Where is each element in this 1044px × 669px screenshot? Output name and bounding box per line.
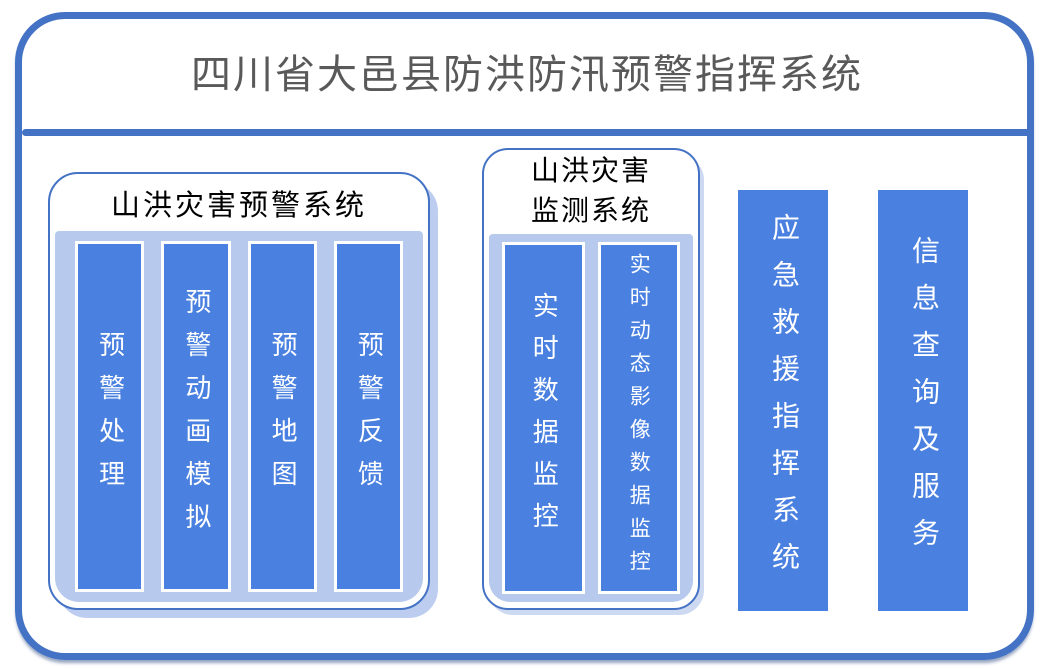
- bar-label: 实时数据监控: [529, 292, 559, 544]
- bar-realtime-data-monitoring: 实时数据监控: [502, 242, 585, 594]
- group-body-monitoring: 实时数据监控 实时动态影像数据监控: [489, 234, 693, 602]
- bar-warning-feedback: 预警反馈: [333, 241, 403, 592]
- title-divider: [22, 129, 1031, 136]
- page-title: 四川省大邑县防洪防汛预警指挥系统: [191, 53, 863, 97]
- group-flood-monitoring-system: 山洪灾害监测系统 实时数据监控 实时动态影像数据监控: [482, 148, 700, 610]
- bar-warning-map: 预警地图: [247, 241, 317, 592]
- bar-label: 预警动画模拟: [181, 287, 211, 546]
- bar-emergency-rescue-command-system: 应急救援指挥系统: [738, 190, 828, 611]
- bar-label: 预警地图: [268, 330, 298, 503]
- group-header-monitoring: 山洪灾害监测系统: [484, 150, 698, 234]
- bar-warning-animation-simulation: 预警动画模拟: [161, 241, 231, 592]
- group-flood-warning-system: 山洪灾害预警系统 预警处理 预警动画模拟 预警地图 预警反馈: [48, 172, 430, 610]
- outer-frame: [15, 12, 1034, 660]
- bar-realtime-dynamic-image-data-monitoring: 实时动态影像数据监控: [597, 242, 680, 594]
- bar-information-query-and-service: 信息查询及服务: [878, 190, 968, 611]
- bar-label: 实时动态影像数据监控: [627, 253, 652, 583]
- bar-label: 信息查询及服务: [908, 236, 939, 565]
- group-header-warning: 山洪灾害预警系统: [110, 189, 367, 222]
- bar-label: 预警反馈: [354, 330, 384, 503]
- bar-label: 预警处理: [95, 330, 125, 503]
- bar-label: 应急救援指挥系统: [768, 212, 799, 589]
- bar-warning-processing: 预警处理: [75, 241, 145, 592]
- group-body-warning: 预警处理 预警动画模拟 预警地图 预警反馈: [55, 231, 423, 602]
- group-header-monitoring-text: 山洪灾害监测系统: [530, 156, 651, 227]
